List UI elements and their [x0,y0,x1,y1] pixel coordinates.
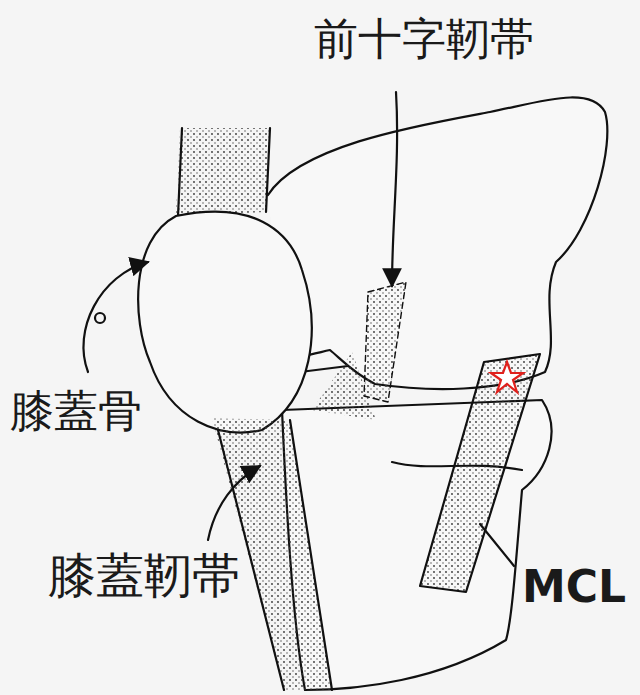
part-label: 膝蓋骨 [10,386,142,437]
part-label: 前十字靭帯 [314,14,534,65]
part-label: 膝蓋靭帯 [48,548,240,603]
leader-line [208,466,260,540]
quad-tendon-outline [178,128,270,216]
quad-tendon [176,128,270,216]
acl [364,282,406,402]
leader-line [480,524,514,566]
part-label: MCL [522,562,626,613]
star-marker [491,362,523,392]
leader-line [392,92,397,286]
femur [268,97,607,389]
mark-circle [95,313,105,323]
leader-line [83,262,148,372]
mcl-band [420,354,540,592]
patella [138,212,312,433]
